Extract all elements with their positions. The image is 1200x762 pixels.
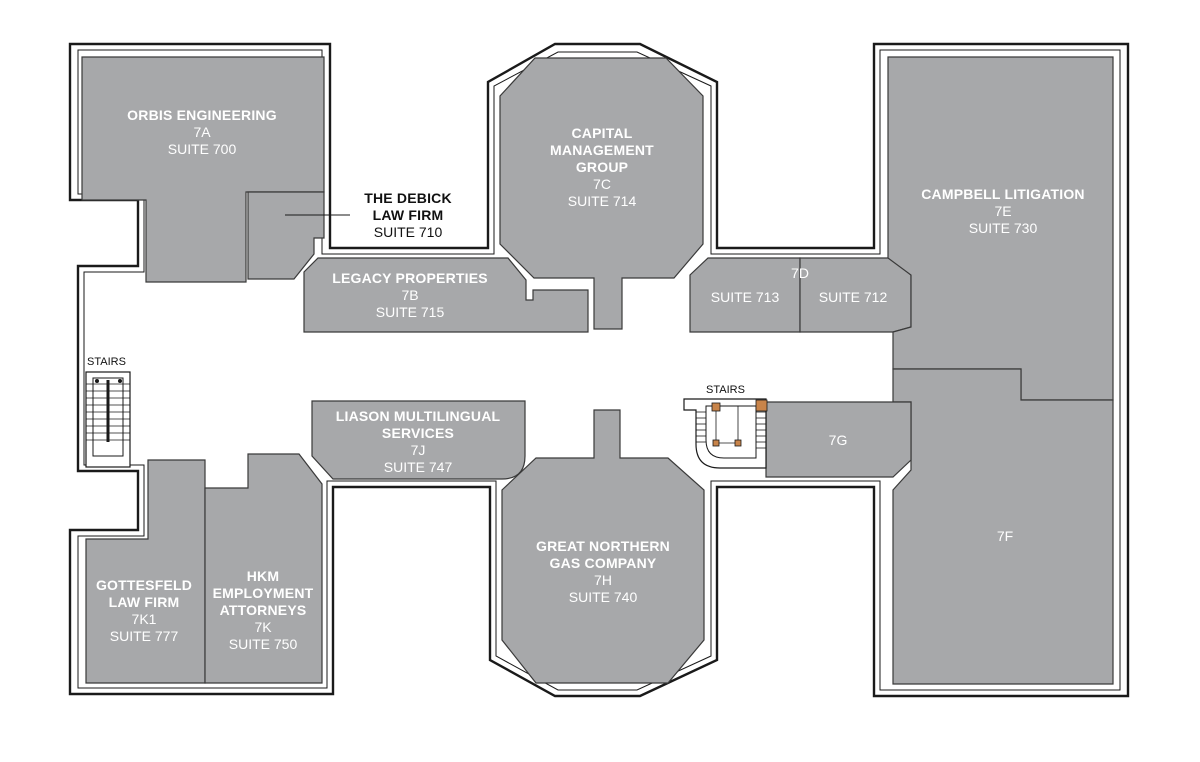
label-7j: LIASON MULTILINGUAL SERVICES 7J SUITE 74…: [318, 408, 518, 476]
tenant-name-line1: HKM: [246, 568, 280, 584]
suite-number: SUITE 710: [373, 224, 443, 240]
room-7f[interactable]: [892, 368, 1114, 685]
label-7b: LEGACY PROPERTIES 7B SUITE 715: [320, 270, 500, 321]
unit-number: 7J: [410, 442, 426, 458]
east-stairs-label: STAIRS: [706, 384, 745, 396]
west-stairs: [85, 371, 131, 468]
label-713: SUITE 713: [700, 289, 790, 306]
label-7d: 7D: [770, 265, 830, 282]
west-wing-outer-wall: [68, 42, 1130, 698]
label-710: THE DEBICK LAW FIRM SUITE 710: [348, 190, 468, 241]
unit-number: 7C: [593, 176, 611, 192]
tenant-name-line2: GAS COMPANY: [549, 555, 657, 571]
unit-number: 7A: [193, 124, 211, 140]
suite-number: SUITE 777: [109, 628, 179, 644]
label-7h: GREAT NORTHERN GAS COMPANY 7H SUITE 740: [518, 538, 688, 606]
suite-number: SUITE 700: [167, 141, 237, 157]
suite-number: SUITE 714: [567, 193, 637, 209]
tenant-name-line3: ATTORNEYS: [219, 602, 307, 618]
label-7f: 7F: [975, 528, 1035, 545]
tenant-name-line2: EMPLOYMENT: [212, 585, 314, 601]
tenant-name-line2: SERVICES: [381, 425, 455, 441]
label-712: SUITE 712: [808, 289, 898, 306]
room-713[interactable]: [689, 257, 801, 333]
tenant-name-line2: LAW FIRM: [108, 594, 180, 610]
tenant-name: LEGACY PROPERTIES: [332, 270, 488, 286]
suite-number: SUITE 713: [710, 289, 780, 305]
tenant-name: ORBIS ENGINEERING: [127, 107, 277, 123]
unit-number: 7E: [994, 203, 1012, 219]
tenant-name-line2: MANAGEMENT: [550, 142, 654, 158]
tenant-name-line3: GROUP: [575, 159, 629, 175]
tenant-name-line1: THE DEBICK: [364, 190, 452, 206]
room-7h[interactable]: [501, 409, 705, 684]
unit-number: 7K1: [131, 611, 157, 627]
label-7a: ORBIS ENGINEERING 7A SUITE 700: [112, 107, 292, 158]
tenant-name-line1: GOTTESFELD: [95, 577, 193, 593]
tenant-name-line2: LAW FIRM: [372, 207, 444, 223]
room-7b[interactable]: [303, 257, 589, 333]
tenant-name-line1: GREAT NORTHERN: [536, 538, 670, 554]
room-7a[interactable]: [81, 56, 325, 283]
label-7k: HKM EMPLOYMENT ATTORNEYS 7K SUITE 750: [206, 568, 320, 653]
tenant-name: CAMPBELL LITIGATION: [921, 186, 1085, 202]
unit-number: 7B: [401, 287, 419, 303]
unit-number: 7D: [791, 265, 809, 281]
unit-number: 7H: [594, 572, 612, 588]
room-710[interactable]: [247, 191, 325, 280]
room-7k[interactable]: [204, 453, 323, 684]
suite-number: SUITE 730: [968, 220, 1038, 236]
label-7e: CAMPBELL LITIGATION 7E SUITE 730: [905, 186, 1101, 237]
unit-number: 7G: [828, 432, 848, 448]
tenant-name-line1: LIASON MULTILINGUAL: [335, 408, 501, 424]
unit-number: 7F: [996, 528, 1014, 544]
room-7k1[interactable]: [85, 459, 206, 684]
label-7c: CAPITAL MANAGEMENT GROUP 7C SUITE 714: [532, 125, 672, 210]
unit-number: 7K: [254, 619, 272, 635]
tenant-name-line1: CAPITAL: [571, 125, 633, 141]
label-7g: 7G: [808, 432, 868, 449]
suite-number: SUITE 712: [818, 289, 888, 305]
suite-number: SUITE 750: [228, 636, 298, 652]
room-7c[interactable]: [499, 57, 704, 330]
label-7k1: GOTTESFELD LAW FIRM 7K1 SUITE 777: [88, 577, 200, 645]
west-stairs-label: STAIRS: [87, 356, 126, 368]
suite-number: SUITE 740: [568, 589, 638, 605]
suite-number: SUITE 715: [375, 304, 445, 320]
suite-number: SUITE 747: [383, 459, 453, 475]
east-stairs: [683, 398, 768, 469]
